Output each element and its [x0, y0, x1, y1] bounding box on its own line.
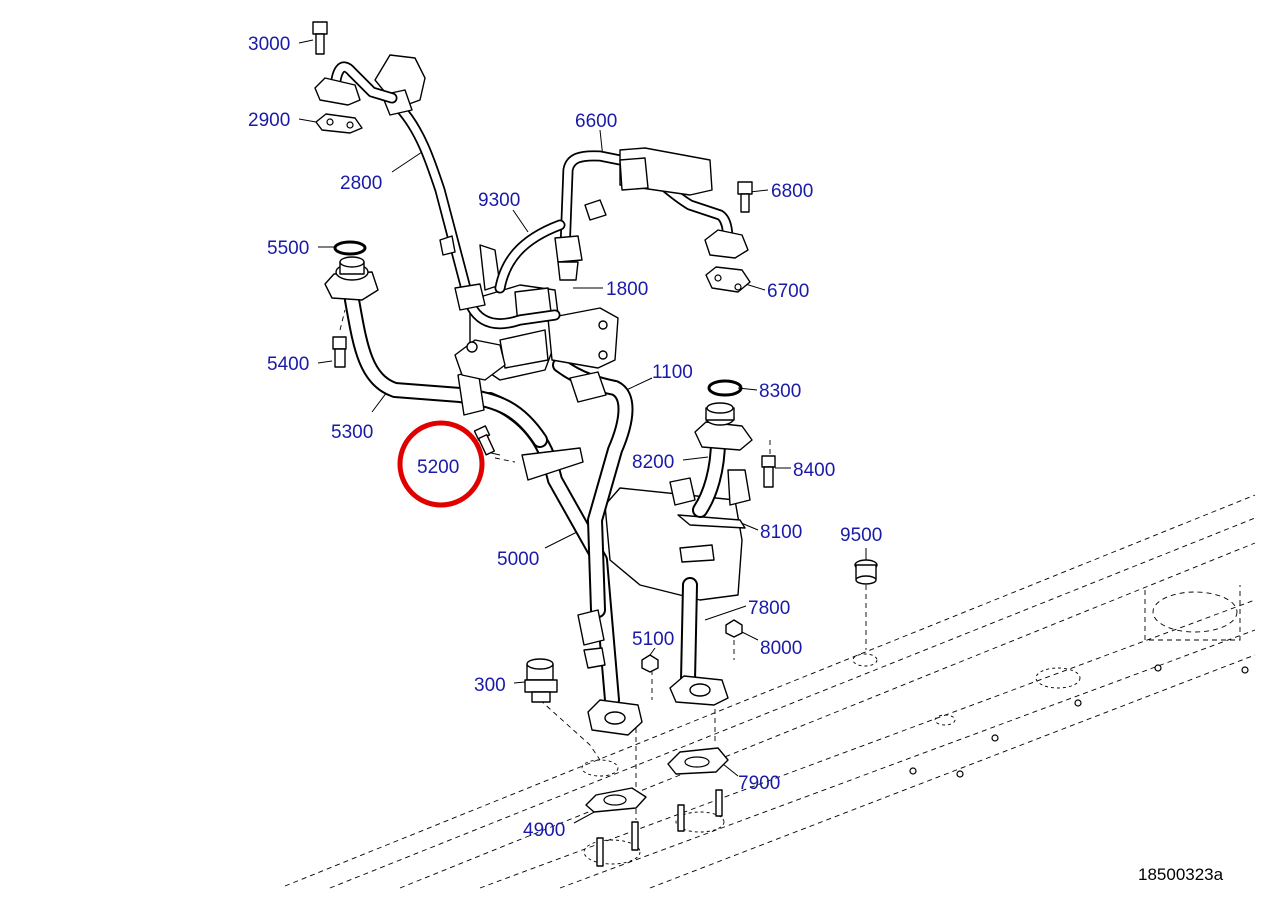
callout-2900: 2900	[248, 110, 290, 131]
pipe-7800	[669, 577, 729, 706]
callout-7900: 7900	[738, 773, 780, 794]
line-2800	[314, 54, 561, 330]
pipe-1100	[552, 357, 634, 669]
callout-6700: 6700	[767, 281, 809, 302]
callout-9500: 9500	[840, 525, 882, 546]
callout-7800: 7800	[748, 598, 790, 619]
callout-6800: 6800	[771, 181, 813, 202]
frame-outline	[284, 494, 1256, 889]
line-6600	[439, 147, 749, 294]
callout-4900: 4900	[523, 820, 565, 841]
callout-8000: 8000	[760, 638, 802, 659]
callout-labels: 3000 2900 2800 6600 9300 6800 5500 6700 …	[248, 34, 882, 841]
callout-8200: 8200	[632, 452, 674, 473]
small-parts	[312, 21, 878, 867]
callout-6600: 6600	[575, 111, 617, 132]
callout-1800: 1800	[606, 279, 648, 300]
callout-5100: 5100	[632, 629, 674, 650]
callout-8300: 8300	[759, 381, 801, 402]
callout-5400: 5400	[267, 354, 309, 375]
callout-8400: 8400	[793, 460, 835, 481]
callout-5500: 5500	[267, 238, 309, 259]
figure-id: 18500323a	[1138, 865, 1224, 884]
callout-3000: 3000	[248, 34, 290, 55]
callout-1100: 1100	[652, 362, 693, 383]
callout-9300: 9300	[478, 190, 520, 211]
callout-300: 300	[474, 675, 506, 696]
callout-8100: 8100	[760, 522, 802, 543]
callout-5000: 5000	[497, 549, 539, 570]
pipe-5000	[482, 392, 643, 736]
callout-5200: 5200	[417, 457, 459, 478]
central-block	[454, 244, 619, 381]
highlight-circle	[397, 420, 485, 508]
callout-2800: 2800	[340, 173, 382, 194]
pipe-5300	[324, 256, 548, 448]
bracket	[604, 477, 746, 601]
callout-5300: 5300	[331, 422, 373, 443]
pipe-8200	[692, 402, 753, 518]
